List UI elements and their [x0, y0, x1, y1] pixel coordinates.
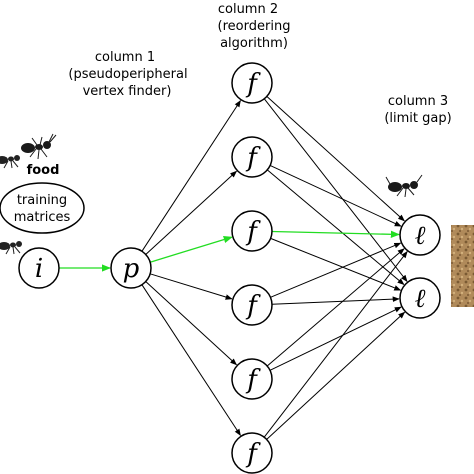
svg-text:i: i: [35, 254, 43, 284]
edge-arrow: [263, 251, 408, 438]
svg-text:ℓ: ℓ: [415, 284, 426, 314]
edge-arrow: [270, 237, 402, 291]
edge-arrow: [266, 169, 405, 285]
edge-arrow: [271, 296, 400, 305]
edge-arrow: [149, 273, 233, 300]
edge-arrow: [141, 100, 241, 252]
edge-arrow: [270, 242, 402, 298]
column-2-desc-line2: algorithm): [220, 36, 288, 51]
ant-icon: [385, 174, 423, 198]
training-matrices-line2: matrices: [14, 210, 71, 225]
reordering-node: f: [231, 136, 273, 178]
edge-arrow: [269, 164, 402, 227]
reordering-node: f: [231, 358, 273, 400]
food-label: food: [27, 163, 60, 178]
column-2-label: column 2 (reordering algorithm): [218, 2, 291, 51]
ant-icon: [0, 241, 22, 255]
column-2-desc-line1: (reordering: [218, 19, 291, 34]
edge-arrow: [141, 284, 241, 436]
nodes-layer: i p f f f f f f: [18, 62, 441, 474]
edge-arrow: [145, 281, 238, 366]
edge-arrow: [145, 170, 238, 255]
reordering-node: f: [231, 62, 273, 104]
ant-icon: [0, 155, 20, 169]
svg-text:ℓ: ℓ: [415, 221, 426, 251]
training-matrices-line1: training: [17, 193, 67, 208]
reordering-node: f: [231, 284, 273, 326]
food-texture-image: [451, 225, 474, 307]
column-1-desc-line2: vertex finder): [83, 84, 172, 99]
column-3-label: column 3 (limit gap): [384, 94, 451, 126]
highlighted-edge-arrow: [149, 236, 233, 263]
edge-arrow: [266, 311, 406, 440]
edge-arrow: [263, 98, 408, 283]
ant-icon: [21, 133, 57, 160]
svg-text:p: p: [123, 254, 140, 284]
reordering-node: f: [231, 432, 273, 474]
training-matrices-bubble: [0, 182, 85, 234]
reordering-node: f: [231, 210, 273, 252]
limit-gap-node: ℓ: [399, 214, 441, 256]
edge-arrow: [266, 248, 405, 367]
column-1-label: column 1 (pseudoperipheral vertex finder…: [68, 50, 187, 99]
edge-arrow: [269, 306, 402, 371]
highlighted-edge-arrow: [271, 230, 400, 238]
edge-arrow: [266, 96, 405, 222]
input-node: i: [18, 247, 60, 289]
column-2-title: column 2: [218, 2, 278, 17]
column-3-desc: (limit gap): [384, 111, 451, 126]
column-1-title: column 1: [95, 50, 155, 65]
column-1-desc-line1: (pseudoperipheral: [68, 67, 187, 82]
column-3-title: column 3: [388, 94, 448, 109]
edges-layer: [59, 96, 408, 440]
limit-gap-node: ℓ: [399, 277, 441, 319]
pseudoperipheral-node: p: [110, 247, 152, 289]
